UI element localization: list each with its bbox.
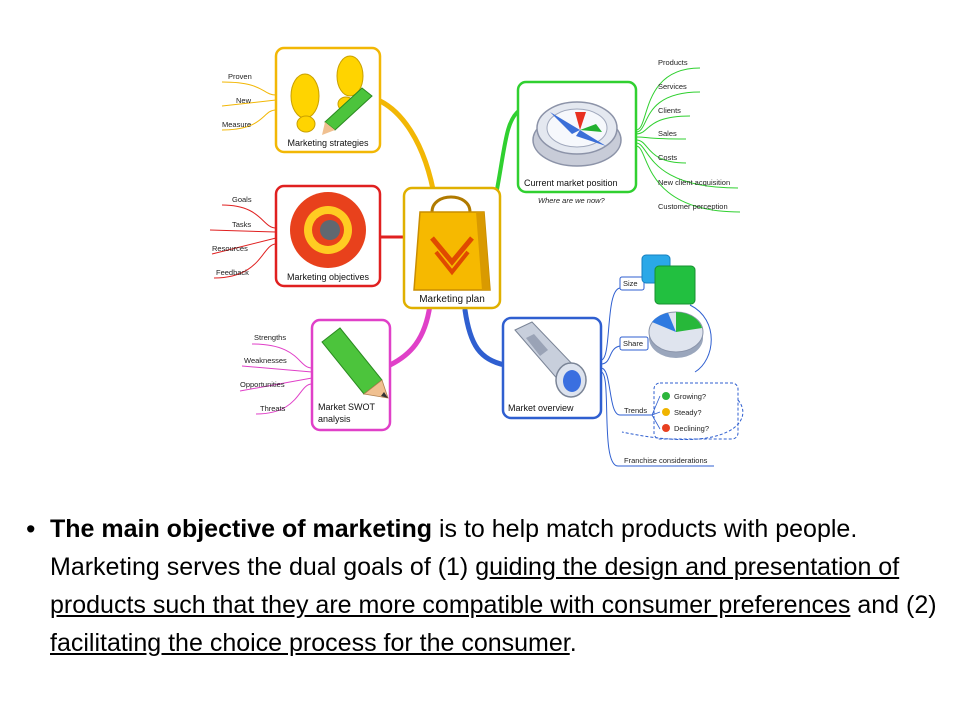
overview-item-share: Share: [623, 339, 643, 348]
footprints-pencil-icon: [290, 55, 373, 135]
list-item: Proven: [228, 72, 252, 81]
node-marketing-strategies[interactable]: Marketing strategies: [274, 46, 382, 154]
list-item: Goals: [232, 195, 252, 204]
trends-box: [621, 382, 744, 441]
overview-items: [600, 287, 714, 467]
underlined-phrase: guiding the design and presentation of p…: [50, 553, 900, 619]
position-sublabel: Where are we now?: [538, 196, 606, 205]
trend-steady: Steady?: [662, 408, 702, 417]
overview-item-size: Size: [623, 279, 638, 288]
list-item: Tasks: [232, 220, 251, 229]
down-arrow-icon: [662, 424, 670, 432]
list-item: New client acquisition: [658, 178, 730, 187]
list-item: Feedback: [216, 268, 249, 277]
compass-icon: [532, 101, 622, 167]
list-item: Sales: [658, 129, 677, 138]
list-item: Threats: [260, 404, 286, 413]
shopping-bag-icon: [413, 195, 491, 291]
center-label: Marketing plan: [419, 294, 485, 305]
list-item: Steady?: [674, 408, 702, 417]
squares-icon: [641, 254, 696, 305]
connector-overview: [462, 307, 508, 368]
mind-map-diagram: Marketing plan Marketing strategies Prov…: [209, 46, 744, 467]
text-segment: and (2): [850, 591, 937, 619]
node-market-swot-analysis[interactable]: Market SWOT analysis: [310, 318, 392, 432]
connector-swot: [387, 302, 433, 368]
strategies-items: [221, 81, 277, 131]
node-market-overview[interactable]: Market overview: [501, 316, 603, 420]
list-item: Growing?: [674, 392, 706, 401]
underlined-phrase: facilitating the choice process for the …: [50, 629, 570, 657]
size-share-link: [689, 304, 712, 373]
objectives-items: [209, 204, 277, 279]
list-item: Measure: [222, 120, 251, 129]
node-label: Marketing objectives: [287, 272, 370, 282]
bullet-text: The main objective of marketing is to he…: [50, 510, 942, 662]
node-label: Current market position: [524, 178, 618, 188]
list-item: Customer perception: [658, 202, 728, 211]
list-item: Resources: [212, 244, 248, 253]
trend-growing: Growing?: [662, 392, 706, 401]
list-item: New: [236, 96, 252, 105]
steady-icon: [662, 408, 670, 416]
node-label: Market overview: [508, 403, 574, 413]
bold-phrase: The main objective of marketing: [50, 515, 433, 543]
overview-item-trends: Trends: [624, 406, 647, 415]
connector-strategies: [375, 97, 438, 203]
swot-items: [239, 343, 313, 415]
pencil-icon: [321, 327, 389, 399]
list-item: Costs: [658, 153, 677, 162]
node-marketing-objectives[interactable]: Marketing objectives: [274, 184, 382, 288]
overview-item-franchise: Franchise considerations: [624, 456, 708, 465]
center-node[interactable]: Marketing plan: [402, 186, 502, 310]
bullet-marker: •: [26, 514, 36, 544]
text-segment: .: [569, 629, 577, 657]
position-items: [635, 67, 741, 213]
share-node[interactable]: Share: [619, 336, 649, 351]
list-item: Clients: [658, 106, 681, 115]
node-label: Market SWOT: [318, 402, 376, 412]
list-item: Strengths: [254, 333, 286, 342]
list-item: Products: [658, 58, 688, 67]
pie-chart-icon: [648, 311, 704, 358]
text-segment: is to help match products with people. M…: [50, 515, 858, 581]
telescope-icon: [514, 321, 587, 398]
target-icon: [290, 192, 366, 268]
node-current-market-position[interactable]: Current market position: [516, 80, 638, 194]
connector-position: [493, 108, 522, 202]
node-label: analysis: [318, 414, 351, 424]
list-item: Opportunities: [240, 380, 285, 389]
size-node[interactable]: Size: [619, 276, 645, 291]
node-label: Marketing strategies: [287, 138, 369, 148]
up-arrow-icon: [662, 392, 670, 400]
list-item: Weaknesses: [244, 356, 287, 365]
list-item: Services: [658, 82, 687, 91]
list-item: Declining?: [674, 424, 709, 433]
trend-declining: Declining?: [662, 424, 709, 433]
